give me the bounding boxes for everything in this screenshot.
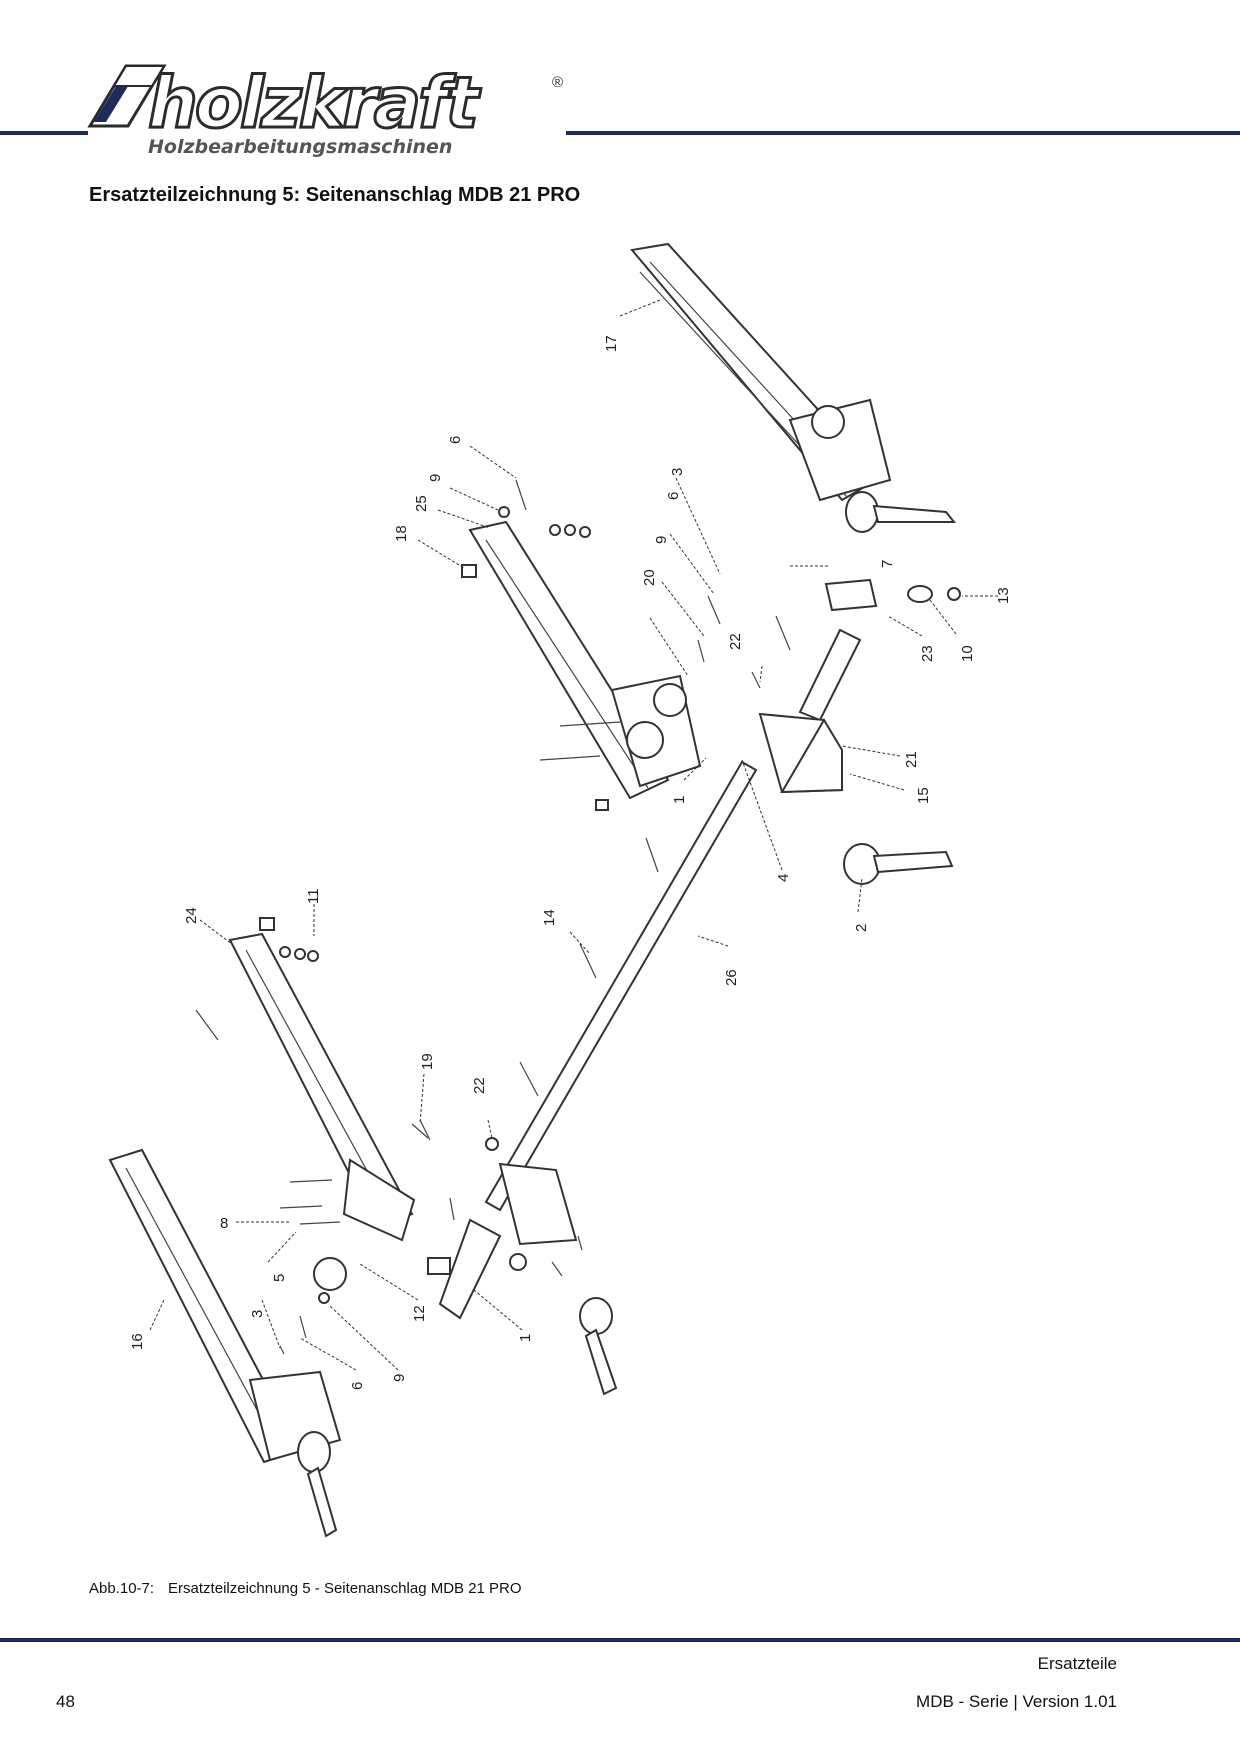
sleeve-part-23 <box>824 578 961 612</box>
label-21: 21 <box>903 751 920 768</box>
label-4: 4 <box>775 874 792 882</box>
fence-part-16 <box>108 1148 342 1538</box>
label-10: 10 <box>959 645 976 662</box>
block-part-lower <box>438 1162 578 1320</box>
label-2: 2 <box>853 924 870 932</box>
label-19: 19 <box>419 1053 436 1070</box>
brand-tagline: Holzbearbeitungsmaschinen <box>148 136 453 158</box>
fence-part-17 <box>630 242 957 533</box>
leader-lines <box>149 299 998 1371</box>
label-20: 20 <box>641 569 658 586</box>
label-22: 22 <box>471 1077 488 1094</box>
footer-rule <box>0 1638 1240 1642</box>
label-3: 3 <box>249 1310 266 1318</box>
label-1: 1 <box>671 796 688 804</box>
label-6: 6 <box>447 436 464 444</box>
label-8: 8 <box>220 1215 228 1232</box>
registered-mark: ® <box>552 74 564 91</box>
page-title: Ersatzteilzeichnung 5: Seitenanschlag MD… <box>89 184 581 206</box>
clamp-lever-lower <box>579 1297 618 1396</box>
footer-version: MDB - Serie | Version 1.01 <box>916 1692 1117 1711</box>
label-16: 16 <box>129 1333 146 1350</box>
label-11: 11 <box>305 888 322 904</box>
label-18: 18 <box>393 525 410 542</box>
fence-part-25 <box>468 520 702 800</box>
caption-label: Abb.10-7: <box>89 1580 155 1597</box>
header-rule-left <box>0 131 88 135</box>
caption-text: Ersatzteilzeichnung 5 - Seitenanschlag M… <box>168 1580 522 1597</box>
label-15: 15 <box>915 787 932 804</box>
label-6: 6 <box>349 1382 366 1390</box>
label-6: 6 <box>665 492 682 500</box>
figure-caption: Abb.10-7: Ersatzteilzeichnung 5 - Seitena… <box>89 1580 536 1597</box>
small-hardware <box>195 479 791 1355</box>
label-13: 13 <box>995 587 1012 604</box>
brand-logo: holzkraft <box>147 62 481 144</box>
label-9: 9 <box>391 1374 408 1382</box>
label-22: 22 <box>727 633 744 650</box>
clamp-lever-2 <box>843 843 954 885</box>
label-7: 7 <box>879 560 896 568</box>
label-5: 5 <box>271 1274 288 1282</box>
header-rule-right <box>566 131 1240 135</box>
label-23: 23 <box>919 645 936 662</box>
part-number-labels: 17 6 9 3 25 18 6 9 20 7 13 22 23 10 21 1… <box>129 335 1012 1390</box>
label-9: 9 <box>653 536 670 544</box>
page-number: 48 <box>56 1692 75 1711</box>
label-9: 9 <box>427 474 444 482</box>
label-24: 24 <box>183 907 200 924</box>
label-26: 26 <box>723 969 740 986</box>
logo-mark-icon <box>87 64 167 128</box>
rod-part-26 <box>484 628 862 1212</box>
footer-section: Ersatzteile <box>1037 1654 1117 1673</box>
label-3: 3 <box>669 468 686 476</box>
label-1: 1 <box>517 1334 534 1342</box>
label-17: 17 <box>603 335 620 352</box>
label-12: 12 <box>411 1305 428 1322</box>
label-25: 25 <box>413 495 430 512</box>
block-part-21 <box>758 712 844 794</box>
fence-part-24 <box>228 932 416 1242</box>
label-14: 14 <box>541 909 558 926</box>
